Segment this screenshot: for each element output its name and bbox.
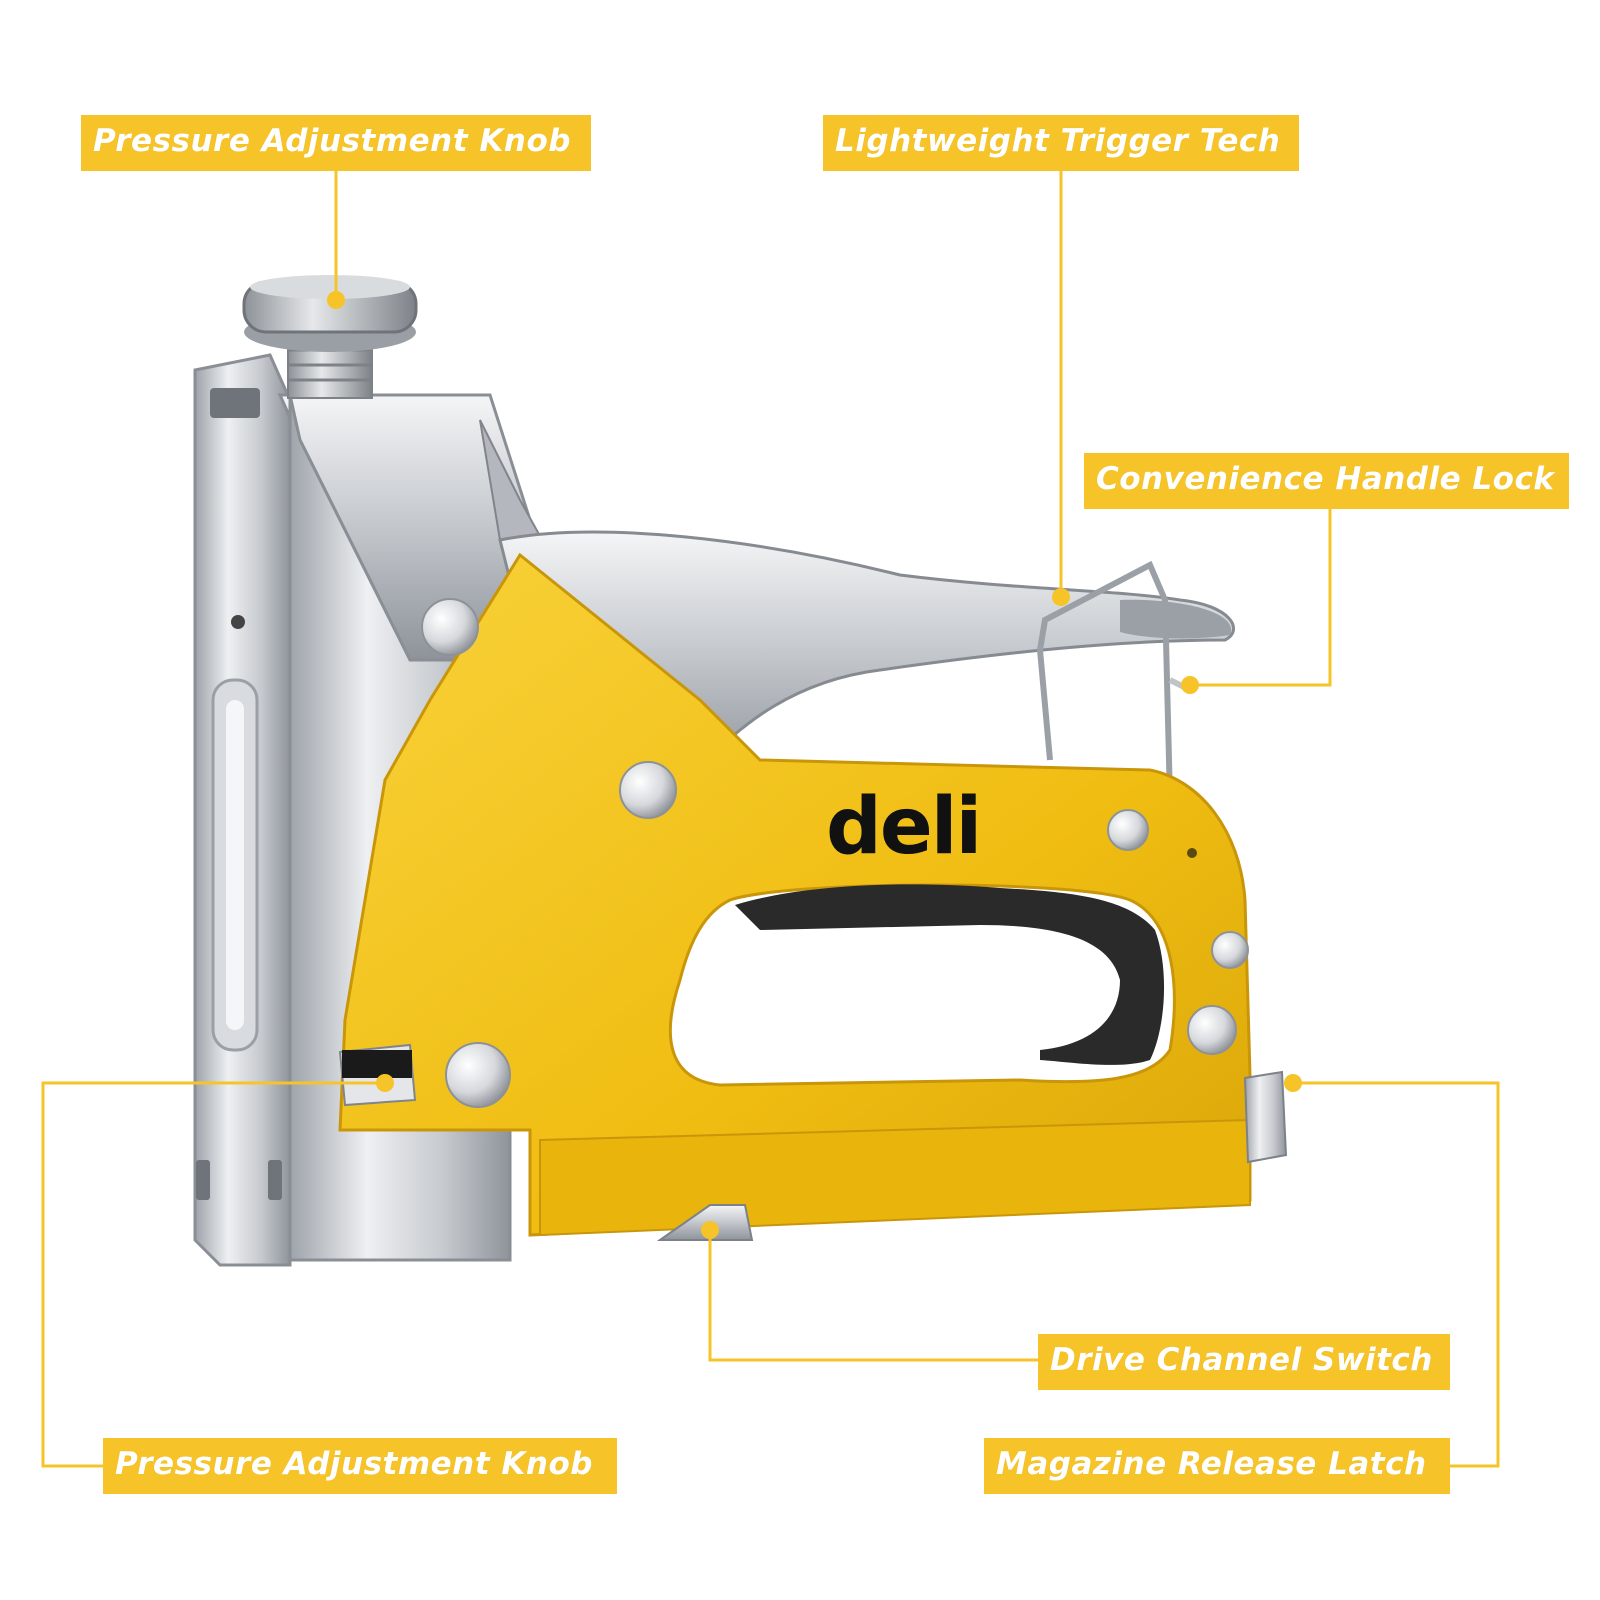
brand-logo: deli (826, 782, 982, 872)
leader-dots (327, 291, 1302, 1239)
magazine-latch (1243, 1070, 1288, 1164)
front-plate (193, 353, 292, 1267)
callout-magazine-latch: Magazine Release Latch (984, 1438, 1450, 1494)
callout-handle-lock: Convenience Handle Lock (1084, 453, 1569, 509)
pressure-knob (242, 275, 418, 399)
callout-drive-channel-switch: Drive Channel Switch (1038, 1334, 1450, 1390)
drive-channel-switch (338, 1043, 417, 1107)
yellow-body (338, 552, 1252, 1237)
callout-pressure-knob-top: Pressure Adjustment Knob (81, 115, 591, 171)
callout-trigger-tech: Lightweight Trigger Tech (823, 115, 1299, 171)
rivets (421, 598, 1249, 1108)
leader-lines (41, 171, 1500, 1468)
callout-pressure-knob-bottom: Pressure Adjustment Knob (103, 1438, 617, 1494)
